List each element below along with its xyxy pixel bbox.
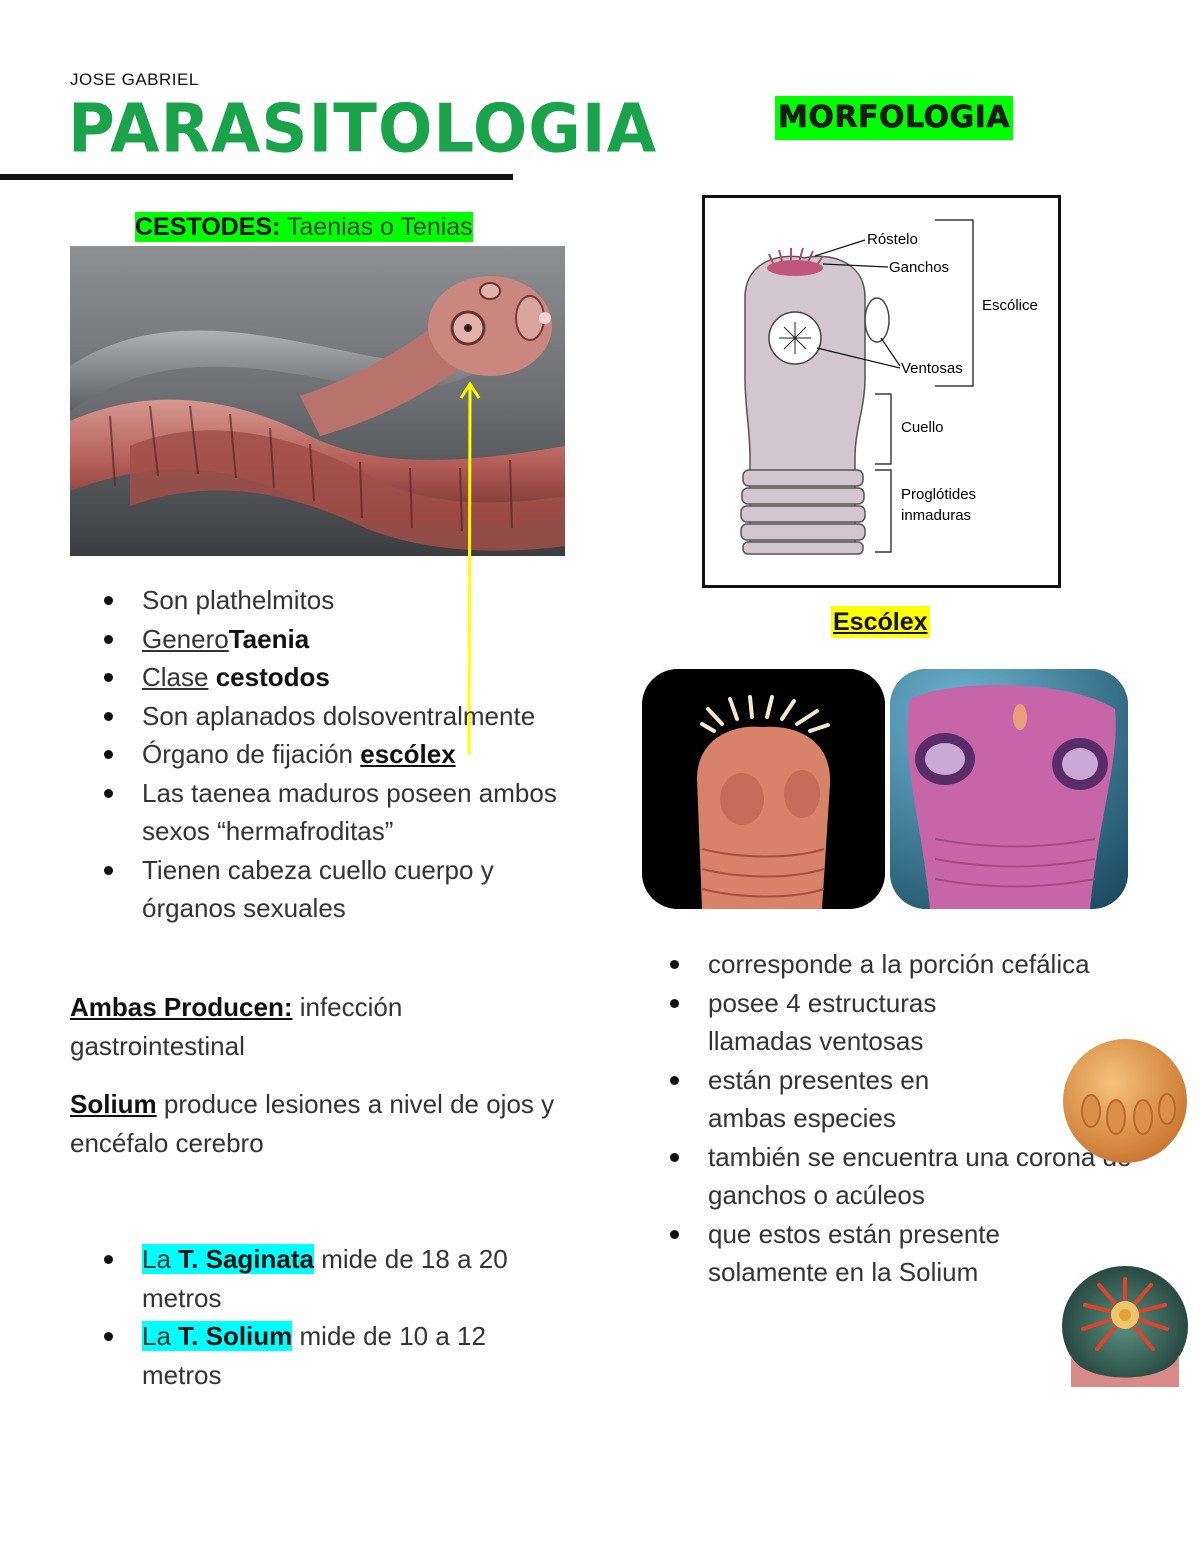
paragraph-text: produce lesiones a nivel de ojos y encéf…: [70, 1089, 555, 1158]
page-title: PARASITOLOGIA: [68, 90, 658, 169]
paragraph-lead: Solium: [70, 1089, 157, 1119]
fact-underlined: Genero: [142, 623, 229, 654]
ambas-producen-paragraph: Ambas Producen: infección gastrointestin…: [70, 988, 570, 1065]
label-proglotides: Proglótides: [901, 486, 976, 503]
label-inmaduras: inmaduras: [901, 507, 971, 524]
size-text: mide de 10 a 12 metros: [142, 1321, 486, 1390]
species-sizes-list: La T. Saginata mide de 18 a 20 metros La…: [70, 1240, 570, 1394]
tapeworm-photo: [70, 246, 565, 556]
list-item: corresponde a la porción cefálica: [636, 945, 1136, 984]
list-item: Clase cestodos: [70, 658, 570, 697]
cestodes-subtitle: Taenias o Tenias: [280, 213, 473, 241]
paragraph-lead: Ambas Producen:: [70, 992, 293, 1022]
list-item: Tienen cabeza cuello cuerpo y órganos se…: [70, 851, 570, 928]
fact-text: Son aplanados dolsoventralmente: [142, 700, 536, 731]
scolex-photo-suckers: [890, 669, 1128, 909]
fact-bold-underlined: escólex: [360, 739, 456, 769]
species-highlight: La T. Saginata: [142, 1244, 314, 1274]
fact-text: Tienen cabeza cuello cuerpo y órganos se…: [142, 854, 494, 924]
size-text: mide de 18 a 20 metros: [142, 1244, 508, 1313]
solium-paragraph: Solium produce lesiones a nivel de ojos …: [70, 1085, 570, 1162]
list-item: que estos están presente solamente en la…: [636, 1215, 1088, 1292]
label-escolice: Escólice: [982, 297, 1038, 314]
scolex-photo-hooks: [642, 669, 885, 909]
label-ganchos: Ganchos: [889, 259, 949, 276]
escolex-facts-list: corresponde a la porción cefálica posee …: [636, 945, 1136, 1292]
species-highlight: La T. Solium: [142, 1321, 293, 1351]
arrow-to-scolex-icon: [459, 381, 481, 755]
list-item: Son aplanados dolsoventralmente: [70, 697, 570, 736]
species-name: T. Solium: [178, 1321, 293, 1351]
cestodes-separator: :: [272, 213, 281, 241]
scolex-photo-hooks-drawing: [642, 669, 885, 909]
label-ventosas: Ventosas: [901, 360, 963, 377]
scolex-diagram: Róstelo Ganchos Escólice Ventosas Cuello…: [702, 195, 1061, 588]
label-cuello: Cuello: [901, 419, 944, 436]
hooks-crown-image: [1062, 1266, 1188, 1387]
cestodes-facts-list: Son plathelmitos GeneroTaenia Clase cest…: [70, 581, 570, 928]
fact-underlined: Clase: [142, 662, 209, 692]
sucker-closeup-image: [1063, 1039, 1187, 1163]
list-item: están presentes en ambas especies: [636, 1061, 1008, 1138]
list-item: también se encuentra una corona de ganch…: [636, 1138, 1136, 1215]
escolex-heading: Escólex: [831, 606, 930, 638]
fact-bold: cestodos: [208, 662, 330, 692]
fact-text: Órgano de fijación: [142, 739, 361, 769]
list-item: Órgano de fijación escólex: [70, 735, 570, 774]
list-item: Son plathelmitos: [70, 581, 570, 620]
size-prefix: La: [142, 1321, 179, 1351]
fact-text: Son plathelmitos: [142, 585, 335, 615]
species-name: T. Saginata: [178, 1244, 314, 1274]
section-title-morfologia: MORFOLOGIA: [775, 96, 1014, 140]
list-item: La T. Solium mide de 10 a 12 metros: [70, 1317, 570, 1394]
list-item: posee 4 estructuras llamadas ventosas: [636, 984, 998, 1061]
label-rostelo: Róstelo: [867, 231, 918, 248]
size-prefix: La: [142, 1244, 179, 1274]
fact-bold: Taenia: [228, 623, 310, 654]
author-name: JOSE GABRIEL: [70, 70, 199, 89]
cestodes-heading: CESTODES: Taenias o Tenias: [135, 212, 473, 242]
list-item: GeneroTaenia: [70, 620, 570, 659]
fact-text: Las taenea maduros poseen ambos sexos “h…: [142, 777, 557, 847]
title-underline: [0, 174, 513, 180]
list-item: Las taenea maduros poseen ambos sexos “h…: [70, 774, 570, 851]
cestodes-label: CESTODES: [135, 213, 273, 241]
paragraph-text: infección gastrointestinal: [70, 992, 403, 1061]
list-item: La T. Saginata mide de 18 a 20 metros: [70, 1240, 570, 1317]
scolex-diagram-drawing: Róstelo Ganchos Escólice Ventosas Cuello…: [740, 219, 1038, 555]
scolex-photo-suckers-drawing: [890, 669, 1128, 909]
